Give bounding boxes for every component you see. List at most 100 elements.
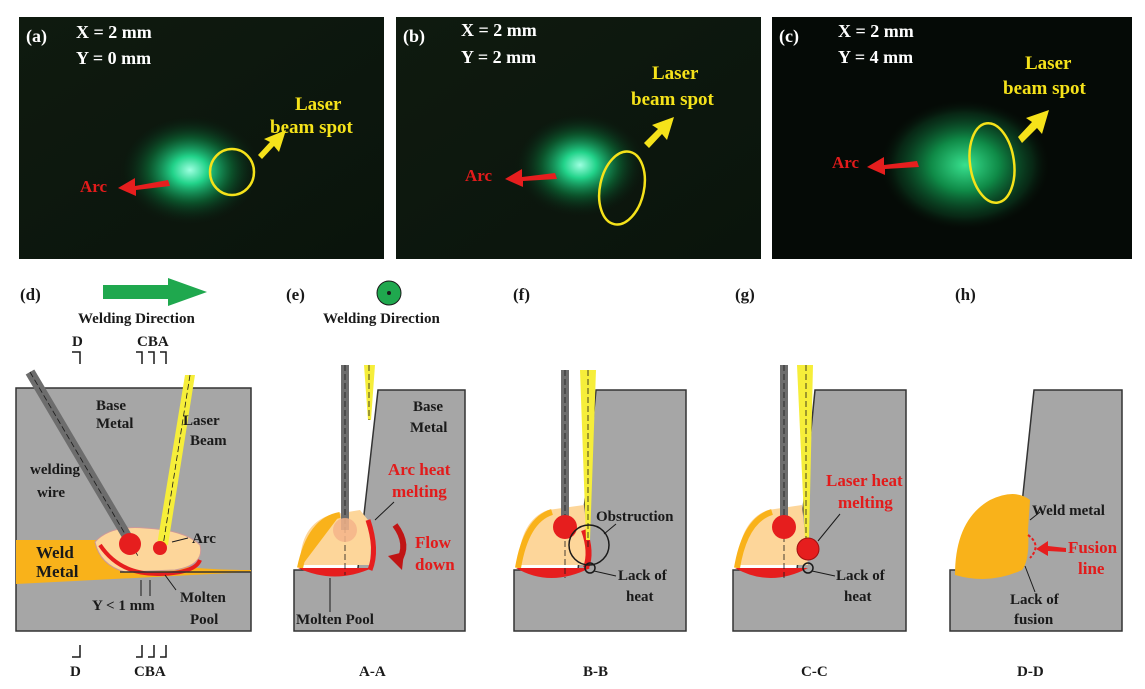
panel-d-wire-text-1: welding: [30, 462, 81, 478]
panel-d-label: (d): [20, 285, 41, 304]
panel-d-arc: [119, 533, 141, 555]
panel-g-heat-text-2: melting: [838, 493, 893, 512]
panel-e-flow-text-2: down: [415, 555, 455, 574]
panel-d-weld-text-2: Metal: [36, 562, 79, 581]
panel-e-label: (e): [286, 285, 305, 304]
panel-h-fusion-line: [1027, 534, 1037, 559]
section-ticks-top-cba: [136, 351, 167, 364]
panel-d-molten-text-1: Molten: [180, 590, 226, 606]
panel-g-lack-leader: [811, 570, 836, 577]
panel-d-base-text-1: Base: [96, 398, 126, 414]
panel-e: (e) Welding Direction Base Metal Arc hea…: [286, 280, 466, 680]
panel-f-lack-text-2: heat: [626, 589, 654, 605]
panel-h-section: D-D: [1017, 664, 1044, 680]
panel-e-wall-melt: [365, 519, 376, 571]
section-mark-bot-cba: CBA: [134, 664, 166, 680]
panel-e-heat-text-2: melting: [392, 482, 447, 501]
panel-d-laser-beam: [157, 375, 195, 545]
panel-d-molten-leader: [164, 574, 177, 591]
welding-direction-arrow: [103, 278, 207, 306]
panel-d-laser-spot: [153, 541, 167, 555]
panel-d-laser-text-1: Laser: [183, 413, 220, 429]
panel-e-direction-text: Welding Direction: [323, 311, 440, 327]
panel-g-lack-text-2: heat: [844, 589, 872, 605]
panel-g-lack-circle: [802, 562, 814, 574]
photo-b-yellow-arrow: [644, 117, 674, 148]
photo-b-label: (b): [403, 26, 425, 47]
photo-c-x-text: X = 2 mm: [838, 21, 914, 41]
panel-e-flow-text-1: Flow: [415, 533, 452, 552]
panel-h-weld-leader: [1029, 511, 1041, 521]
photo-a: (a) X = 2 mm Y = 0 mm Laser beam spot Ar…: [19, 17, 384, 259]
panel-e-flow-arrowhead: [388, 552, 404, 570]
photo-b-y-text: Y = 2 mm: [461, 47, 536, 67]
panel-e-section: A-A: [359, 664, 386, 680]
panel-e-weld-edge: [297, 512, 341, 569]
photo-a-x-text: X = 2 mm: [76, 22, 152, 42]
panel-f-lack-leader: [593, 570, 617, 577]
photo-c: (c) X = 2 mm Y = 4 mm Laser beam spot Ar…: [772, 17, 1132, 259]
panel-e-heat-text-1: Arc heat: [388, 460, 451, 479]
photo-a-label: (a): [26, 26, 47, 47]
panel-g-weld-edge: [734, 509, 774, 569]
panel-d-pool-boundary: [98, 543, 202, 577]
panel-g-heat-leader: [817, 513, 841, 542]
panel-d-weld-text-1: Weld: [36, 543, 74, 562]
panel-d-arc-text: Arc: [192, 531, 216, 547]
photo-a-arc-text: Arc: [80, 177, 108, 196]
panel-f-lack-text-1: Lack of: [618, 568, 668, 584]
panel-d-base-metal: [15, 387, 252, 632]
panel-g-label: (g): [735, 285, 755, 304]
panel-f-weld-edge: [515, 509, 554, 569]
photo-c-red-arrow: [867, 157, 919, 175]
photo-c-spot-ring: [968, 122, 1016, 204]
panel-g-pool-bottom: [735, 568, 808, 578]
panel-d: (d) Welding Direction D CBA Base Metal L…: [15, 278, 252, 680]
panel-f-section: B-B: [583, 664, 608, 680]
panel-e-base-text-1: Base: [413, 399, 443, 415]
panel-g-arc: [772, 515, 796, 539]
panel-f-obstruction-circle: [568, 524, 610, 566]
photo-c-spot-text-1: Laser: [1025, 53, 1072, 74]
photo-b-x-text: X = 2 mm: [461, 20, 537, 40]
panel-h: (h) Weld metal Fusion line Lack of fusio…: [949, 285, 1123, 680]
photo-b-red-arrow: [505, 169, 557, 187]
photo-b-arc-text: Arc: [465, 166, 493, 185]
photo-b-spot-ring: [597, 150, 647, 226]
panel-g: (g) Laser heat melting Lack of heat C-C: [732, 285, 907, 680]
section-tick-top-d: [72, 351, 81, 364]
photo-a-yellow-arrow: [258, 130, 286, 159]
photo-c-spot-text-2: beam spot: [1003, 78, 1087, 99]
panel-d-molten-text-2: Pool: [190, 612, 218, 628]
panel-g-wire: [780, 365, 788, 525]
photo-a-spot-text-1: Laser: [295, 94, 342, 115]
panel-f: (f) Obstruction Lack of heat B-B: [513, 285, 687, 680]
panel-g-laser-melt: [796, 537, 820, 561]
panel-h-weld-text: Weld metal: [1032, 503, 1105, 519]
photo-b-spot-text-1: Laser: [652, 63, 699, 84]
photo-a-arc-glow: [120, 115, 260, 225]
photo-a-spot-text-2: beam spot: [270, 117, 354, 138]
panel-e-laser: [364, 365, 375, 420]
photo-a-y-text: Y = 0 mm: [76, 48, 151, 68]
panel-h-fusion-text-2: line: [1078, 559, 1105, 578]
panel-d-direction-text: Welding Direction: [78, 311, 195, 327]
welding-direction-dot-center: [387, 291, 391, 295]
panel-f-obstruction-leader: [603, 523, 617, 535]
panel-d-arc-leader: [171, 537, 189, 543]
panel-d-laser-text-2: Beam: [190, 433, 227, 449]
panel-e-molten-text: Molten Pool: [296, 612, 374, 628]
panel-d-wire-text-2: wire: [37, 485, 65, 501]
section-mark-top-d: D: [72, 334, 83, 350]
section-mark-top-cba: CBA: [137, 334, 169, 350]
panel-g-lack-text-1: Lack of: [836, 568, 886, 584]
photo-b: (b) X = 2 mm Y = 2 mm Laser beam spot Ar…: [396, 17, 761, 259]
section-mark-bot-d: D: [70, 664, 81, 680]
panel-e-pool-bottom: [298, 568, 372, 577]
photo-c-yellow-arrow: [1018, 110, 1049, 143]
section-ticks-bot-cba: [136, 645, 167, 658]
panel-e-base-text-2: Metal: [410, 420, 447, 436]
panel-d-laser-axis: [161, 374, 191, 553]
panel-f-label: (f): [513, 285, 530, 304]
